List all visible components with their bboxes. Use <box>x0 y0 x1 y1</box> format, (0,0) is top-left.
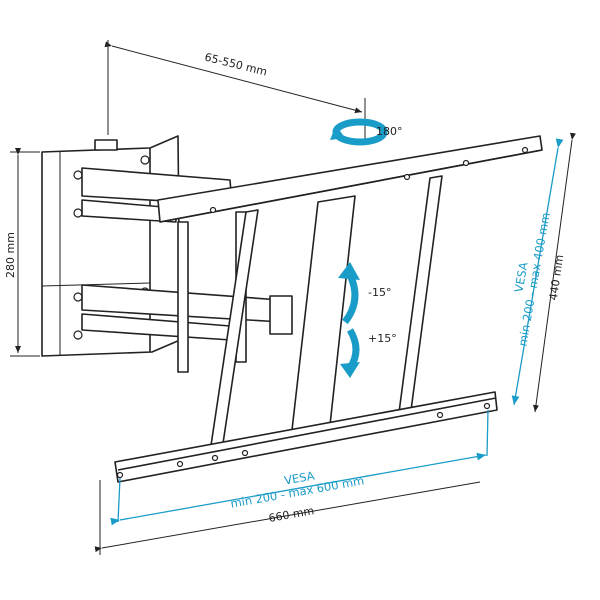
swivel-label: 180° <box>376 125 403 138</box>
wall-plate-height-label: 280 mm <box>4 232 17 278</box>
swivel-arrow-icon <box>330 118 388 146</box>
bracket-width-label: 660 mm <box>268 504 315 525</box>
tilt-down-label: +15° <box>368 332 397 345</box>
vesa-horizontal-title: VESA <box>283 468 316 487</box>
tilt-up-label: -15° <box>368 286 391 299</box>
tilt-arrows-icon <box>338 262 360 378</box>
arm-extension-label: 65-550 mm <box>203 51 268 79</box>
vesa-markers <box>110 138 564 526</box>
bracket-height-label: 440 mm <box>547 254 566 301</box>
vesa-vertical-title: VESA <box>512 261 531 294</box>
